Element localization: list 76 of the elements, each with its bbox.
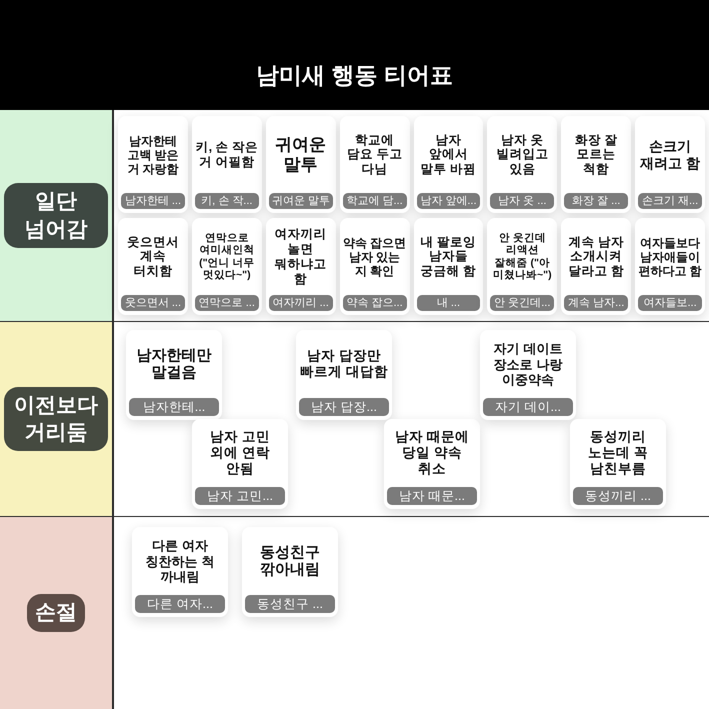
item-text: 다른 여자 칭찬하는 척 까내림 <box>144 538 216 584</box>
item-caption-tag: 학교에 담... <box>342 192 406 209</box>
item-card <box>118 218 188 315</box>
item-caption-tag: 여자끼리 ... <box>268 294 333 311</box>
item-text: 남자 때문에 당일 약속 취소 <box>394 429 470 478</box>
item-text: 동성끼리 노는데 꼭 남친부름 <box>587 429 649 478</box>
item-text: 여자들보다 남자애들이 편하다고 함 <box>638 236 702 278</box>
item-card <box>192 116 262 213</box>
item-text: 남자 답장만 빠르게 대답함 <box>299 348 389 380</box>
item-text: 남자 고민 외에 연락 안됨 <box>209 429 271 478</box>
item-text: 남자 옷 빌려입고 있음 <box>495 132 550 177</box>
item-card <box>480 330 576 420</box>
item-caption-tag: 남자한테... <box>129 398 219 416</box>
item-caption-tag: 약속 잡으... <box>342 294 406 311</box>
item-text: 손크기 재려고 함 <box>638 138 701 172</box>
item-card <box>192 419 288 509</box>
item-caption-tag: 동성친구 ... <box>245 594 335 613</box>
item-caption-tag: 키, 손 작... <box>194 192 259 209</box>
item-caption-tag: 자기 데이... <box>483 398 573 416</box>
item-card <box>487 116 558 213</box>
tier-label: 손절 <box>27 594 85 632</box>
item-caption-tag: 남자 답장... <box>299 398 389 416</box>
tier-label: 이전보다 거리둠 <box>4 386 108 452</box>
item-card <box>126 330 222 420</box>
item-text: 여자끼리 놀면 뭐하냐고 함 <box>274 227 328 286</box>
item-text: 동성친구 깎아내림 <box>259 544 321 580</box>
item-caption-tag: 남자 옷 ... <box>490 192 554 209</box>
item-card <box>487 218 558 315</box>
item-card <box>266 116 336 213</box>
item-text: 키, 손 작은 거 어필함 <box>194 140 259 170</box>
item-caption-tag: 손크기 재... <box>638 192 702 209</box>
item-caption-tag: 동성끼리 ... <box>573 486 663 505</box>
item-card <box>340 116 410 213</box>
tier-label: 일단 넘어감 <box>4 183 108 248</box>
item-caption-tag: 남자한테 ... <box>121 192 185 209</box>
item-caption-tag: 웃으면서 ... <box>121 294 185 311</box>
item-caption-tag: 다른 여자... <box>135 594 225 613</box>
item-text: 학교에 담요 두고 다님 <box>346 132 404 177</box>
item-text: 연막으로 여미새인척 ("언니 너무 멋있다~") <box>198 232 256 282</box>
item-card <box>340 218 410 315</box>
item-card <box>132 527 228 617</box>
item-caption-tag: 귀여운 말투 <box>268 192 333 209</box>
item-text: 내 팔로잉 남자들 궁금해 함 <box>420 234 478 279</box>
item-caption-tag: 안 웃긴데... <box>490 294 554 311</box>
item-card <box>635 116 705 213</box>
item-caption-tag: 남자 고민... <box>195 486 285 505</box>
item-caption-tag: 연막으로 ... <box>194 294 259 311</box>
item-text: 안 웃긴데 리액션 잘해줌 ("아 미쳤나봐~") <box>492 232 553 282</box>
item-card <box>414 116 484 213</box>
item-card <box>296 330 392 420</box>
item-card <box>570 419 666 509</box>
item-text: 계속 남자 소개시켜달라고 함 <box>567 234 625 279</box>
item-text: 자기 데이트 장소로 나랑 이중약속 <box>492 341 564 388</box>
item-card <box>561 116 632 213</box>
item-card <box>414 218 484 315</box>
item-card <box>192 218 262 315</box>
item-card <box>118 116 188 213</box>
item-text: 남자한테만 말걸음 <box>136 346 212 382</box>
item-caption-tag: 계속 남자... <box>564 294 628 311</box>
item-caption-tag: 남자 때문... <box>387 486 477 505</box>
item-text: 귀여운 말투 <box>274 134 328 175</box>
item-text: 웃으면서 계속 터치함 <box>126 234 180 279</box>
item-text: 남자 앞에서 말투 바뀜 <box>420 132 478 177</box>
item-card <box>384 419 480 509</box>
item-caption-tag: 남자 앞에... <box>416 192 480 209</box>
item-card <box>561 218 632 315</box>
item-caption-tag: 화장 잘 ... <box>564 192 628 209</box>
item-card <box>635 218 705 315</box>
item-caption-tag: 여자들보... <box>638 294 702 311</box>
title: 남미새 행동 티어표 <box>256 62 453 90</box>
item-caption-tag: 내 ... <box>416 294 480 311</box>
item-text: 남자한테 고백 받은 거 자랑함 <box>126 134 180 176</box>
item-text: 약속 잡으면 남자 있는 지 확인 <box>342 236 406 278</box>
item-card <box>242 527 338 617</box>
item-card <box>266 218 336 315</box>
item-text: 화장 잘 모르는 척함 <box>574 132 618 177</box>
